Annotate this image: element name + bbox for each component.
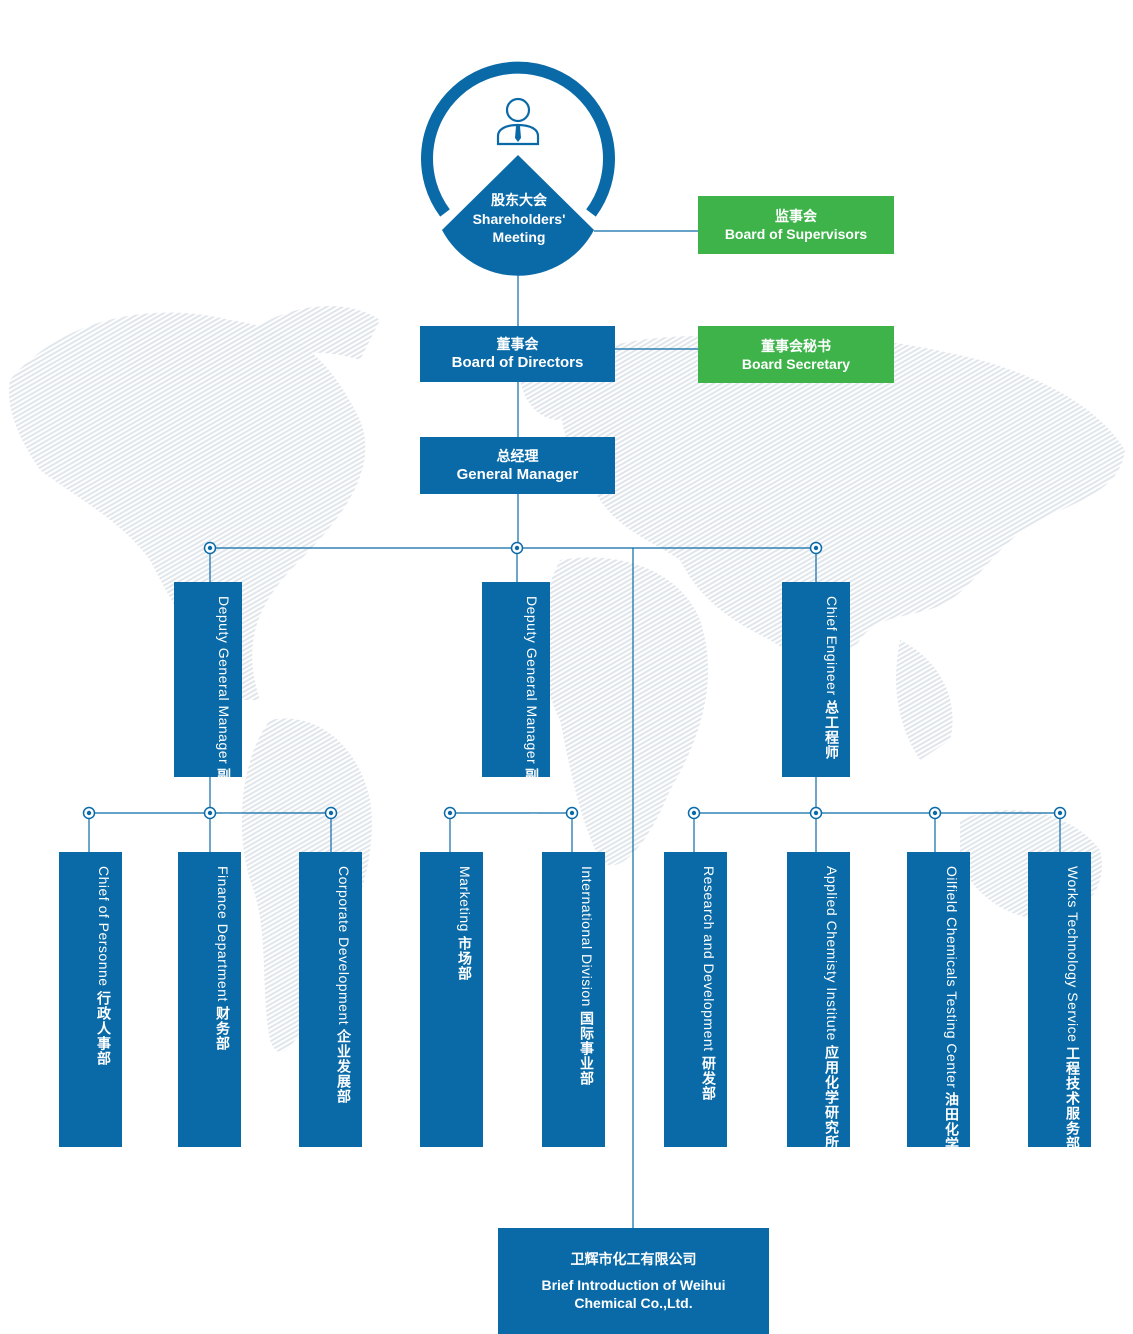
dept-zh: 应用化学研究所	[824, 1044, 840, 1150]
deputy-general-manager-1: Deputy General Manager 副总经理	[174, 582, 242, 828]
dept-corporate-development: Corporate Development 企业发展部	[299, 852, 362, 1147]
directors-en: Board of Directors	[451, 354, 584, 371]
board-of-directors: 董事会 Board of Directors	[420, 326, 615, 382]
dept-en: Finance Department	[215, 866, 231, 1002]
secretary-en: Board Secretary	[741, 355, 851, 372]
dept-zh: 工程技术服务部	[1065, 1046, 1081, 1152]
middle-en: Chief Engineer	[824, 596, 840, 696]
company-en-line2: Chemical Co.,Ltd.	[574, 1295, 693, 1311]
shareholders-en-line2: Meeting	[492, 229, 546, 245]
middle-zh: 副总经理	[524, 768, 540, 829]
dept-en: Oilfield Chemicals Testing Center	[944, 866, 960, 1089]
company-box: 卫辉市化工有限公司 Brief Introduction of Weihui C…	[498, 1228, 769, 1334]
shareholders-zh: 股东大会	[491, 192, 547, 208]
dept-en: Marketing	[457, 866, 473, 932]
person-icon	[496, 97, 540, 146]
supervisors-zh: 监事会	[775, 208, 817, 224]
general-manager-en: General Manager	[456, 465, 579, 483]
supervisors-en: Board of Supervisors	[724, 226, 868, 242]
deputy-general-manager-2: Deputy General Manager 副总经理	[482, 582, 550, 828]
dept-en: Research and Development	[701, 866, 717, 1052]
shareholders-meeting: 股东大会 Shareholders' Meeting	[442, 190, 596, 246]
dept-zh: 国际事业部	[579, 1010, 595, 1086]
middle-en: Deputy General Manager	[524, 596, 540, 765]
directors-zh: 董事会	[496, 336, 539, 352]
dept-zh: 行政人事部	[96, 990, 112, 1066]
dept-zh: 财务部	[215, 1005, 231, 1051]
dept-zh: 研发部	[701, 1055, 717, 1101]
middle-zh: 副总经理	[216, 768, 232, 829]
middle-zh: 总工程师	[824, 699, 840, 760]
dept-zh: 油田化学剂检测中心	[944, 1092, 960, 1228]
general-manager-zh: 总经理	[496, 447, 539, 464]
dept-en: International Division	[579, 866, 595, 1007]
shareholders-en-line1: Shareholders'	[472, 211, 566, 227]
chief-engineer: Chief Engineer 总工程师	[782, 582, 850, 777]
dept-applied-chemistry: Applied Chemisty Institute 应用化学研究所	[787, 852, 850, 1150]
dept-personnel: Chief of Personne 行政人事部	[59, 852, 122, 1147]
middle-en: Deputy General Manager	[216, 596, 232, 765]
dept-marketing: Marketing 市场部	[420, 852, 483, 1147]
dept-works-technology: Works Technology Service 工程技术服务部	[1028, 852, 1091, 1151]
dept-en: Chief of Personne	[96, 866, 112, 987]
dept-research: Research and Development 研发部	[664, 852, 727, 1147]
dept-zh: 企业发展部	[336, 1029, 352, 1105]
board-secretary: 董事会秘书 Board Secretary	[698, 326, 894, 383]
company-zh: 卫辉市化工有限公司	[570, 1251, 697, 1267]
dept-international: International Division 国际事业部	[542, 852, 605, 1147]
secretary-zh: 董事会秘书	[761, 337, 831, 354]
shareholders-emblem	[421, 61, 615, 276]
dept-en: Works Technology Service	[1065, 866, 1081, 1043]
company-en-line1: Brief Introduction of Weihui	[541, 1277, 726, 1293]
dept-oilfield-testing: Oilfield Chemicals Testing Center 油田化学剂检测…	[907, 852, 970, 1227]
board-of-supervisors: 监事会 Board of Supervisors	[698, 196, 894, 254]
dept-finance: Finance Department 财务部	[178, 852, 241, 1147]
general-manager: 总经理 General Manager	[420, 437, 615, 494]
dept-en: Corporate Development	[336, 866, 352, 1026]
dept-en: Applied Chemisty Institute	[824, 866, 840, 1041]
dept-zh: 市场部	[457, 935, 473, 981]
